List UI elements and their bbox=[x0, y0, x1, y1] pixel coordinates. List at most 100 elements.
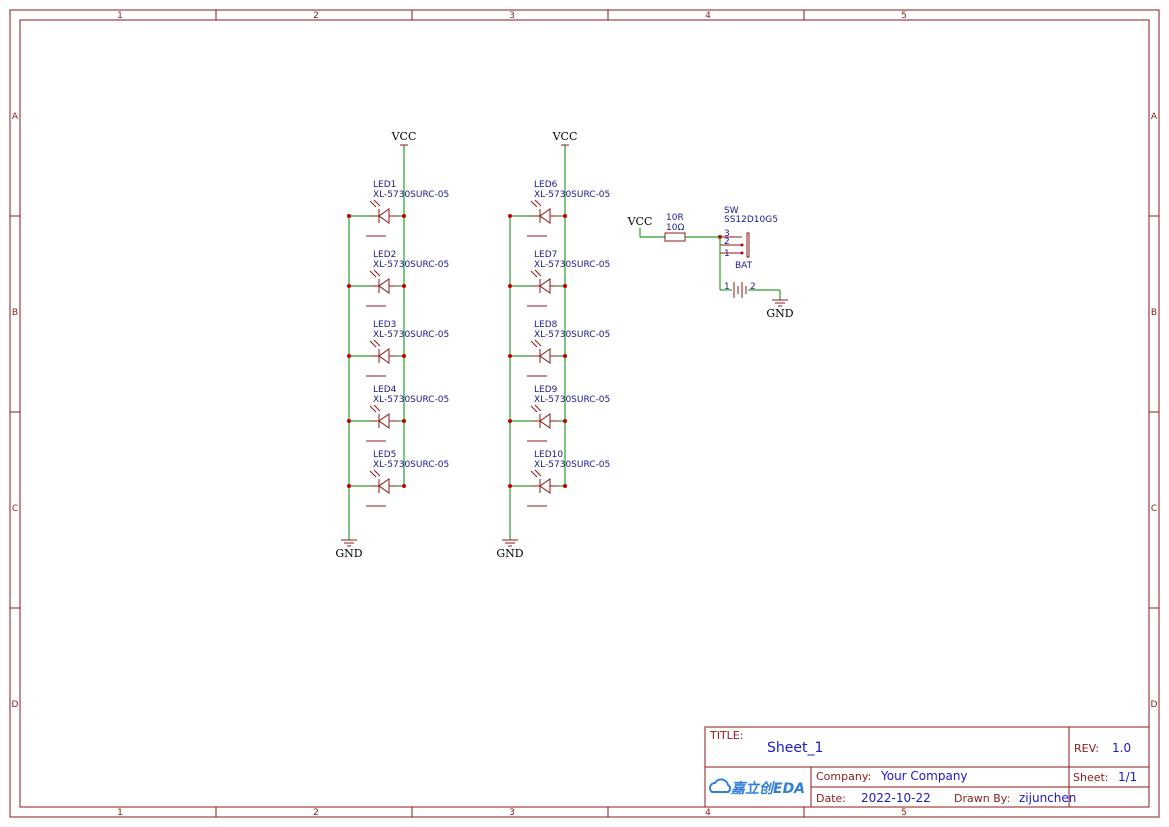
led-ref: LED8 bbox=[534, 320, 558, 330]
led-ref: LED3 bbox=[373, 320, 396, 330]
gnd-power-label: GND bbox=[766, 307, 793, 320]
battery-pin-label: 2 bbox=[750, 282, 756, 292]
resistor-ref: 10R bbox=[666, 213, 684, 223]
led-triangle bbox=[378, 348, 390, 364]
led-part: XL-5730SURC-05 bbox=[534, 190, 610, 200]
led-triangle bbox=[378, 278, 390, 294]
led-part: XL-5730SURC-05 bbox=[534, 460, 610, 470]
junction-dot bbox=[347, 419, 351, 423]
zone-dividers bbox=[10, 10, 1159, 817]
sheet-value: 1/1 bbox=[1118, 770, 1137, 784]
led-arrow bbox=[530, 270, 538, 278]
zone-labels-right: A B C D bbox=[1151, 112, 1158, 710]
led-arrow bbox=[530, 340, 538, 348]
led-arrow bbox=[369, 200, 377, 208]
led-part: XL-5730SURC-05 bbox=[534, 395, 610, 405]
gnd-symbol bbox=[772, 299, 788, 307]
vcc-power-label: VCC bbox=[627, 215, 653, 228]
junction-dot bbox=[402, 354, 406, 358]
zone-col-label: 1 bbox=[117, 11, 123, 21]
vcc-power-label: VCC bbox=[391, 130, 417, 143]
gnd-symbol bbox=[341, 539, 357, 547]
zone-row-label: C bbox=[12, 504, 18, 514]
switch-symbol bbox=[746, 232, 750, 258]
drawn-by-label: Drawn By: bbox=[954, 792, 1010, 805]
switch-pin-label: 3 bbox=[724, 229, 730, 239]
switch-pin-label: 2 bbox=[724, 237, 730, 247]
led-part: XL-5730SURC-05 bbox=[534, 260, 610, 270]
switch-ref: SW bbox=[724, 206, 739, 216]
led-triangle bbox=[539, 348, 551, 364]
led-part: XL-5730SURC-05 bbox=[373, 190, 449, 200]
switch-part: SS12D10G5 bbox=[724, 215, 778, 225]
drawn-by-value: zijunchen bbox=[1019, 791, 1076, 805]
cloud-icon bbox=[709, 778, 732, 793]
junction-dot bbox=[347, 484, 351, 488]
zone-col-label: 2 bbox=[313, 11, 319, 21]
led-arrow bbox=[530, 470, 538, 478]
zone-row-label: B bbox=[1151, 308, 1157, 318]
sheet-title: Sheet_1 bbox=[767, 740, 823, 756]
rev-label: REV: bbox=[1074, 742, 1099, 755]
led-ref: LED6 bbox=[534, 180, 558, 190]
led-part: XL-5730SURC-05 bbox=[534, 330, 610, 340]
led-array-left: VCCGNDLED1XL-5730SURC-05LED2XL-5730SURC-… bbox=[335, 130, 449, 560]
led-ref: LED1 bbox=[373, 180, 396, 190]
led-arrow bbox=[530, 200, 538, 208]
led-triangle bbox=[378, 413, 390, 429]
led-arrow bbox=[373, 469, 381, 477]
title-block: TITLE: Sheet_1 REV: 1.0 嘉立创EDA Company: … bbox=[704, 726, 1150, 808]
led-arrow bbox=[530, 405, 538, 413]
junction-dot bbox=[402, 484, 406, 488]
gnd-power-label: GND bbox=[496, 547, 523, 560]
led-arrow bbox=[369, 340, 377, 348]
zone-col-label: 5 bbox=[901, 808, 907, 818]
date-label: Date: bbox=[816, 792, 846, 805]
sheet-label: Sheet: bbox=[1073, 771, 1109, 784]
led-array-right: VCCGNDLED6XL-5730SURC-05LED7XL-5730SURC-… bbox=[496, 130, 610, 560]
junction-dot bbox=[508, 284, 512, 288]
gnd-symbol bbox=[502, 539, 518, 547]
led-ref: LED10 bbox=[534, 450, 563, 460]
inner-frame bbox=[19, 19, 1150, 808]
zone-row-label: D bbox=[12, 700, 19, 710]
switch-pin-label: 1 bbox=[724, 249, 730, 259]
led-triangle bbox=[539, 413, 551, 429]
led-part: XL-5730SURC-05 bbox=[373, 395, 449, 405]
battery-ref: BAT bbox=[735, 261, 753, 271]
zone-labels-top: 1 2 3 4 5 bbox=[117, 11, 907, 21]
battery-pin-label: 1 bbox=[724, 282, 730, 292]
junction-dot bbox=[508, 484, 512, 488]
zone-col-label: 1 bbox=[117, 808, 123, 818]
led-arrow bbox=[373, 339, 381, 347]
junction-dot bbox=[563, 484, 567, 488]
led-arrow bbox=[534, 404, 542, 412]
junction-dot bbox=[402, 419, 406, 423]
zone-col-label: 3 bbox=[509, 11, 515, 21]
led-arrow bbox=[373, 404, 381, 412]
led-part: XL-5730SURC-05 bbox=[373, 260, 449, 270]
zone-labels-left: A B C D bbox=[12, 112, 19, 710]
zone-row-label: B bbox=[12, 308, 18, 318]
led-arrow bbox=[534, 269, 542, 277]
led-arrow bbox=[373, 199, 381, 207]
resistor-symbol bbox=[664, 232, 686, 242]
led-ref: LED2 bbox=[373, 250, 396, 260]
vcc-power-label: VCC bbox=[552, 130, 578, 143]
zone-row-label: A bbox=[12, 112, 19, 122]
led-arrow bbox=[534, 199, 542, 207]
led-part: XL-5730SURC-05 bbox=[373, 330, 449, 340]
gnd-power-label: GND bbox=[335, 547, 362, 560]
easyeda-logo: 嘉立创EDA bbox=[709, 778, 805, 797]
company-value: Your Company bbox=[880, 769, 968, 783]
led-triangle bbox=[539, 278, 551, 294]
junction-dot bbox=[563, 214, 567, 218]
